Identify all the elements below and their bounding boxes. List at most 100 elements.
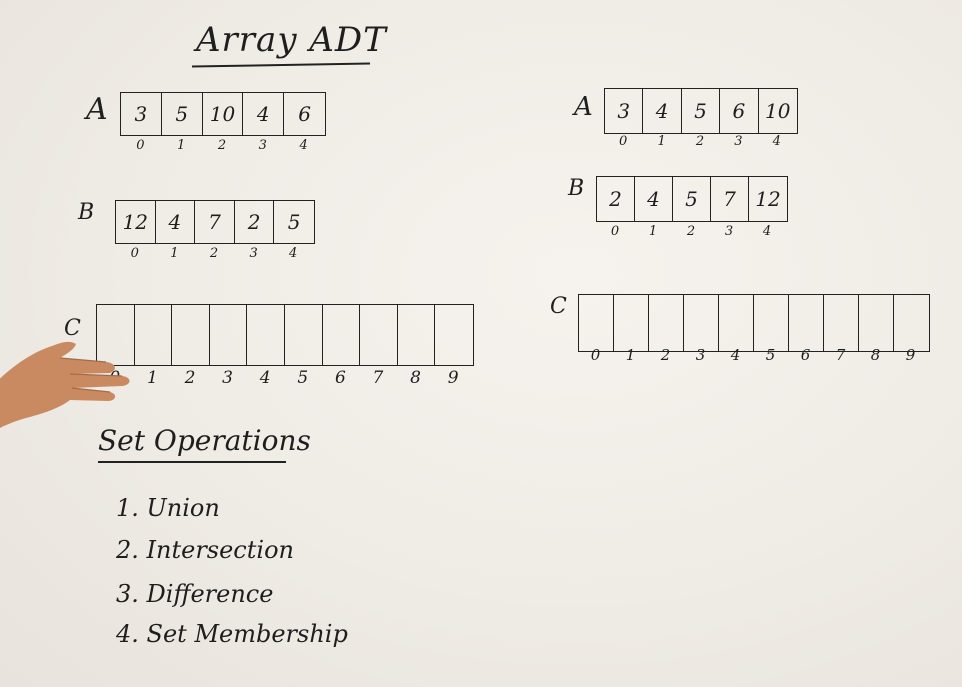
array-cell: 3: [605, 89, 644, 133]
array-index: 2: [686, 224, 696, 239]
set-operations-heading: Set Operations: [98, 424, 311, 457]
array-cell: 10: [765, 99, 791, 123]
array-cell: [684, 295, 719, 351]
right-array-c-label: C: [550, 294, 567, 319]
array-cell: [789, 295, 824, 351]
array-cell: 6: [720, 89, 759, 133]
array-index: 1: [625, 346, 636, 364]
array-cell: 10: [203, 93, 244, 135]
set-op-union: 1. Union: [116, 494, 220, 522]
array-index: 2: [660, 346, 671, 364]
array-index: 8: [410, 368, 421, 388]
title: Array ADT: [196, 20, 387, 60]
array-index: 1: [177, 138, 186, 153]
array-index: 0: [130, 246, 139, 261]
array-index: 1: [146, 368, 158, 388]
array-cell: 12: [755, 187, 781, 211]
array-cell: [360, 305, 398, 365]
array-index: 3: [734, 134, 743, 149]
array-cell: [894, 295, 929, 351]
left-array-b-indices: 0 1 2 3 4: [115, 246, 313, 261]
array-cell: [210, 305, 248, 365]
array-cell: [135, 305, 173, 365]
array-index: 5: [297, 368, 309, 388]
array-cell: 4: [643, 89, 682, 133]
array-cell: [614, 295, 649, 351]
array-index: 4: [299, 138, 308, 153]
array-index: 7: [372, 368, 384, 388]
array-index: 1: [170, 246, 179, 261]
array-cell: [824, 295, 859, 351]
array-cell: [435, 305, 473, 365]
array-index: 3: [258, 138, 267, 153]
array-cell: [754, 295, 789, 351]
array-index: 0: [136, 138, 145, 153]
array-index: 1: [648, 224, 658, 239]
array-index: 8: [870, 346, 881, 364]
array-cell: [579, 295, 614, 351]
set-op-membership: 4. Set Membership: [116, 620, 348, 648]
array-index: 3: [695, 346, 706, 364]
array-index: 4: [730, 346, 741, 364]
array-index: 2: [695, 134, 705, 149]
array-index: 9: [905, 346, 916, 364]
array-index: 1: [657, 134, 666, 149]
pointing-hand: [0, 341, 130, 428]
array-cell: 5: [162, 93, 203, 135]
array-index: 3: [724, 224, 734, 239]
array-index: 3: [249, 246, 258, 261]
right-array-b-label: B: [568, 176, 585, 201]
array-cell: 2: [597, 177, 635, 221]
array-index: 2: [209, 246, 219, 261]
array-cell: [172, 305, 210, 365]
array-cell: 4: [156, 201, 196, 243]
array-index: 0: [610, 224, 620, 239]
array-cell: [649, 295, 684, 351]
array-index: 9: [447, 368, 459, 388]
left-array-b-label: B: [78, 200, 95, 225]
array-index: 7: [835, 346, 846, 364]
array-cell: 3: [121, 93, 162, 135]
array-cell: 4: [243, 93, 285, 135]
array-cell: 4: [635, 177, 673, 221]
array-cell: 5: [287, 210, 301, 234]
array-index: 0: [619, 134, 628, 149]
right-array-c: [578, 294, 930, 352]
left-array-c: [96, 304, 474, 366]
array-cell: 2: [235, 201, 275, 243]
array-cell: [859, 295, 894, 351]
array-cell: [398, 305, 436, 365]
array-index: 4: [289, 246, 298, 261]
array-index: 5: [765, 346, 776, 364]
array-cell: [323, 305, 361, 365]
array-cell: [97, 305, 135, 365]
title-underline: [191, 62, 371, 68]
array-index: 3: [222, 368, 233, 388]
array-cell: 12: [116, 201, 156, 243]
array-cell: 5: [682, 89, 721, 133]
right-array-a-indices: 0 1 2 3 4: [604, 134, 796, 149]
right-array-a-label: A: [574, 92, 593, 122]
array-cell: [247, 305, 285, 365]
left-array-a-label: A: [86, 92, 108, 127]
set-op-intersection: 2. Intersection: [116, 536, 294, 564]
set-op-difference: 3. Difference: [116, 580, 274, 608]
array-index: 0: [590, 346, 601, 364]
array-index: 4: [259, 368, 271, 388]
array-cell: [285, 305, 323, 365]
array-index: 4: [772, 134, 781, 149]
array-index: 6: [334, 368, 346, 388]
array-cell: 7: [711, 177, 749, 221]
array-cell: [719, 295, 754, 351]
array-cell: 7: [195, 201, 235, 243]
left-array-c-label: C: [64, 316, 81, 341]
